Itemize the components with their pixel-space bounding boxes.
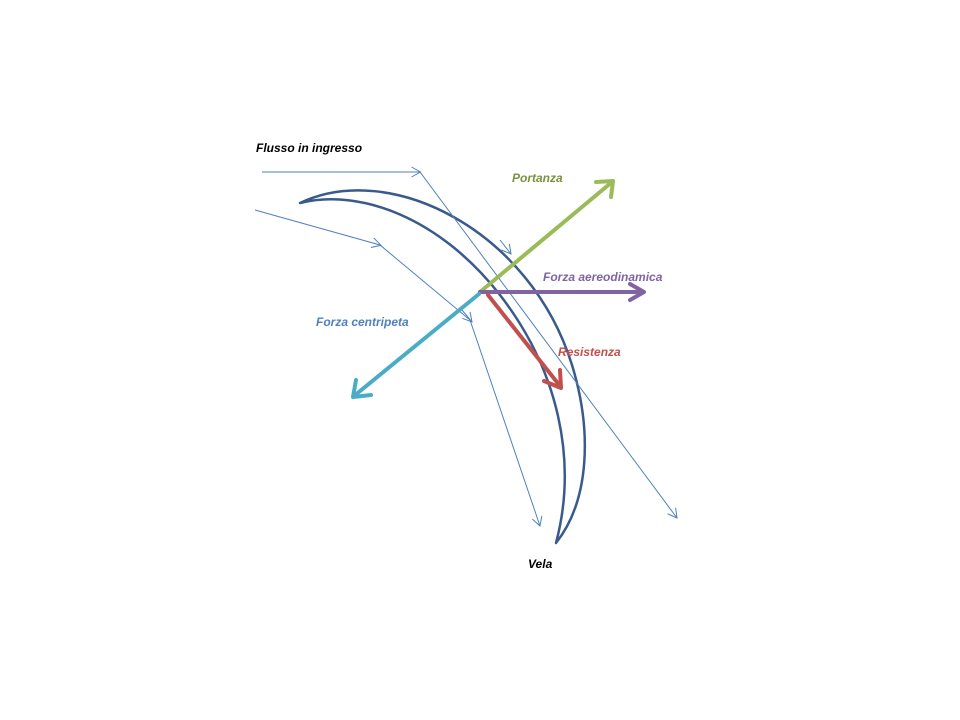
drag-arrow [486,293,562,388]
sail-label: Vela [528,557,553,571]
lift-arrowhead [594,179,615,199]
aero-force-arrowhead [628,282,646,302]
centripetal-arrow [352,292,481,398]
drag-label: Resistenza [558,345,621,359]
drag-arrowhead [542,368,563,390]
centripetal-label: Forza centripeta [316,315,409,329]
flow-in-label: Flusso in ingresso [256,141,363,155]
aero-force-label: Forza aereodinamica [543,270,663,284]
flow-arrow-3 [499,239,512,255]
sail-outline [298,189,587,545]
centripetal-arrowhead [351,378,373,399]
lift-arrow [478,180,614,294]
flow-arrow-4 [461,309,473,323]
flow-line-lower [254,209,543,527]
lift-label: Portanza [512,171,563,185]
